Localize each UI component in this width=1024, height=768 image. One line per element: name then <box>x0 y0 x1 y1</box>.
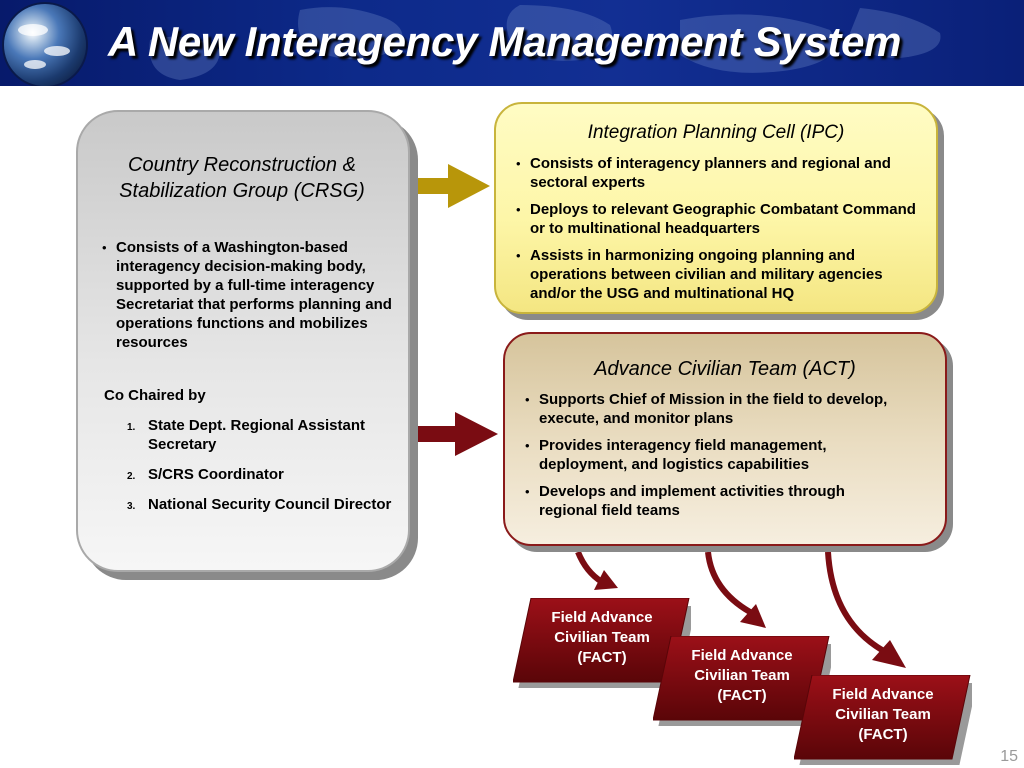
list-item: Assists in harmonizing ongoing planning … <box>516 246 916 303</box>
list-item: Consists of interagency planners and reg… <box>516 154 916 192</box>
page-number: 15 <box>1000 748 1018 765</box>
list-item: Provides interagency field management, d… <box>525 436 905 474</box>
list-item: Consists of a Washington-based interagen… <box>102 238 392 352</box>
cochaired-label: Co Chaired by <box>104 387 206 404</box>
ipc-box: Integration Planning Cell (IPC) Consists… <box>494 102 938 314</box>
list-item: 3. National Security Council Director <box>127 496 392 513</box>
fact-box-2: Field Advance Civilian Team (FACT) <box>653 636 831 726</box>
fact-label: Field Advance Civilian Team (FACT) <box>691 647 793 704</box>
list-item: 1. State Dept. Regional Assistant Secret… <box>127 417 365 453</box>
fact-box-3: Field Advance Civilian Team (FACT) <box>794 675 972 765</box>
page-title: A New Interagency Management System <box>108 18 902 65</box>
fact-label: Field Advance Civilian Team (FACT) <box>551 609 653 666</box>
gold-arrow <box>418 164 490 208</box>
list-item: 2. S/CRS Coordinator <box>127 466 284 483</box>
ipc-title: Integration Planning Cell (IPC) <box>587 122 845 143</box>
maroon-arrow <box>418 412 498 456</box>
world-map-background <box>149 5 941 80</box>
title-banner: A New Interagency Management System <box>0 0 1024 86</box>
list-item: Supports Chief of Mission in the field t… <box>525 390 905 428</box>
crsg-box: Country Reconstruction & Stabilization G… <box>76 110 410 572</box>
list-item: Develops and implement activities throug… <box>525 482 905 520</box>
crsg-title: Country Reconstruction & Stabilization G… <box>119 154 365 202</box>
globe-logo <box>4 4 86 86</box>
cochair-list: 1. State Dept. Regional Assistant Secret… <box>102 416 392 525</box>
fact-box-1: Field Advance Civilian Team (FACT) <box>513 598 691 688</box>
act-bullet-list: Supports Chief of Mission in the field t… <box>525 390 905 528</box>
ipc-bullet-list: Consists of interagency planners and reg… <box>516 154 916 311</box>
list-item: Deploys to relevant Geographic Combatant… <box>516 200 916 238</box>
crsg-bullet-list: Consists of a Washington-based interagen… <box>102 238 392 360</box>
act-title: Advance Civilian Team (ACT) <box>594 358 856 380</box>
fact-label: Field Advance Civilian Team (FACT) <box>832 686 934 743</box>
act-box: Advance Civilian Team (ACT) Supports Chi… <box>503 332 947 546</box>
